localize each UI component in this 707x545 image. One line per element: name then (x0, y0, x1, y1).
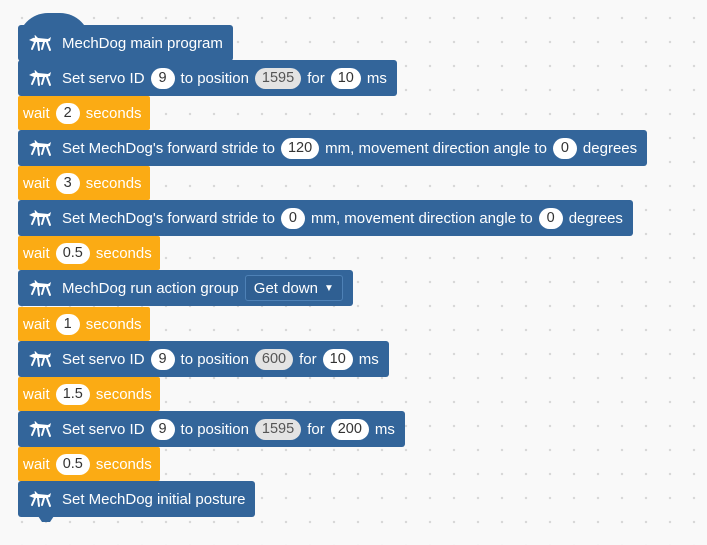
wait-seconds-field[interactable]: 3 (55, 172, 80, 194)
block-label: for (307, 69, 325, 87)
wait-block[interactable]: wait 1 seconds (18, 307, 150, 341)
servo-id-field[interactable]: 9 (150, 67, 175, 89)
wait-block[interactable]: wait 2 seconds (18, 96, 150, 130)
block-label: wait (23, 174, 50, 192)
direction-angle-field[interactable]: 0 (552, 137, 577, 159)
block-label: mm, movement direction angle to (325, 139, 547, 157)
wait-block[interactable]: wait 0.5 seconds (18, 447, 160, 481)
set-servo-block[interactable]: Set servo ID 9 to position 1595 for 200 … (18, 411, 405, 447)
block-label: to position (180, 69, 249, 87)
block-label: seconds (85, 104, 142, 122)
direction-angle-field[interactable]: 0 (538, 207, 563, 229)
wait-block[interactable]: wait 1.5 seconds (18, 377, 160, 411)
forward-stride-block[interactable]: Set MechDog's forward stride to 120 mm, … (18, 130, 648, 166)
block-label: Set MechDog initial posture (62, 490, 246, 508)
block-label: seconds (95, 385, 152, 403)
block-label: ms (366, 69, 387, 87)
block-label: MechDog run action group (62, 279, 239, 297)
block-label: mm, movement direction angle to (310, 209, 533, 227)
wait-seconds-field[interactable]: 1.5 (55, 383, 90, 405)
block-label: degrees (568, 209, 623, 227)
main-program-block[interactable]: MechDog main program (18, 25, 233, 61)
run-action-group-block[interactable]: MechDog run action group Get down ▼ (18, 270, 353, 306)
block-label: to position (180, 350, 249, 368)
wait-seconds-field[interactable]: 1 (55, 313, 80, 335)
servo-position-field[interactable]: 1595 (254, 67, 302, 89)
mechdog-icon (26, 137, 54, 159)
stride-field[interactable]: 0 (280, 207, 305, 229)
block-label: Set MechDog's forward stride to (62, 209, 275, 227)
block-label: wait (23, 385, 50, 403)
servo-id-field[interactable]: 9 (150, 348, 175, 370)
block-label: seconds (95, 455, 152, 473)
mechdog-icon (26, 207, 54, 229)
servo-position-field[interactable]: 600 (254, 348, 294, 370)
block-label: to position (180, 420, 249, 438)
mechdog-icon (26, 32, 54, 54)
block-label: degrees (582, 139, 638, 157)
wait-block[interactable]: wait 0.5 seconds (18, 236, 160, 270)
wait-block[interactable]: wait 3 seconds (18, 166, 150, 200)
dropdown-value: Get down (253, 279, 318, 297)
wait-seconds-field[interactable]: 0.5 (55, 242, 90, 264)
wait-seconds-field[interactable]: 0.5 (55, 453, 90, 475)
set-servo-block[interactable]: Set servo ID 9 to position 600 for 10 ms (18, 341, 389, 377)
mechdog-icon (26, 67, 54, 89)
caret-down-icon: ▼ (324, 282, 334, 294)
block-notch (38, 516, 54, 522)
forward-stride-block[interactable]: Set MechDog's forward stride to 0 mm, mo… (18, 200, 633, 236)
block-label: seconds (85, 315, 142, 333)
servo-position-field[interactable]: 1595 (254, 418, 302, 440)
set-servo-block[interactable]: Set servo ID 9 to position 1595 for 10 m… (18, 60, 397, 96)
mechdog-icon (26, 277, 54, 299)
block-label: ms (358, 350, 379, 368)
block-label: Set servo ID (62, 69, 145, 87)
block-label: wait (23, 455, 50, 473)
block-label: wait (23, 315, 50, 333)
stride-field[interactable]: 120 (280, 137, 320, 159)
servo-duration-field[interactable]: 200 (330, 418, 369, 440)
servo-duration-field[interactable]: 10 (330, 67, 361, 89)
mechdog-icon (26, 348, 54, 370)
block-label: Set MechDog's forward stride to (62, 139, 275, 157)
block-label: MechDog main program (62, 34, 223, 52)
block-label: Set servo ID (62, 420, 145, 438)
block-label: for (299, 350, 317, 368)
block-label: Set servo ID (62, 350, 145, 368)
block-label: seconds (95, 244, 152, 262)
servo-duration-field[interactable]: 10 (322, 348, 353, 370)
action-group-dropdown[interactable]: Get down ▼ (244, 275, 343, 301)
block-label: seconds (85, 174, 142, 192)
block-label: ms (374, 420, 395, 438)
mechdog-icon (26, 488, 54, 510)
initial-posture-block[interactable]: Set MechDog initial posture (18, 481, 256, 522)
servo-id-field[interactable]: 9 (150, 418, 175, 440)
block-label: wait (23, 104, 50, 122)
wait-seconds-field[interactable]: 2 (55, 102, 80, 124)
mechdog-icon (26, 418, 54, 440)
block-label: for (307, 420, 325, 438)
block-label: wait (23, 244, 50, 262)
